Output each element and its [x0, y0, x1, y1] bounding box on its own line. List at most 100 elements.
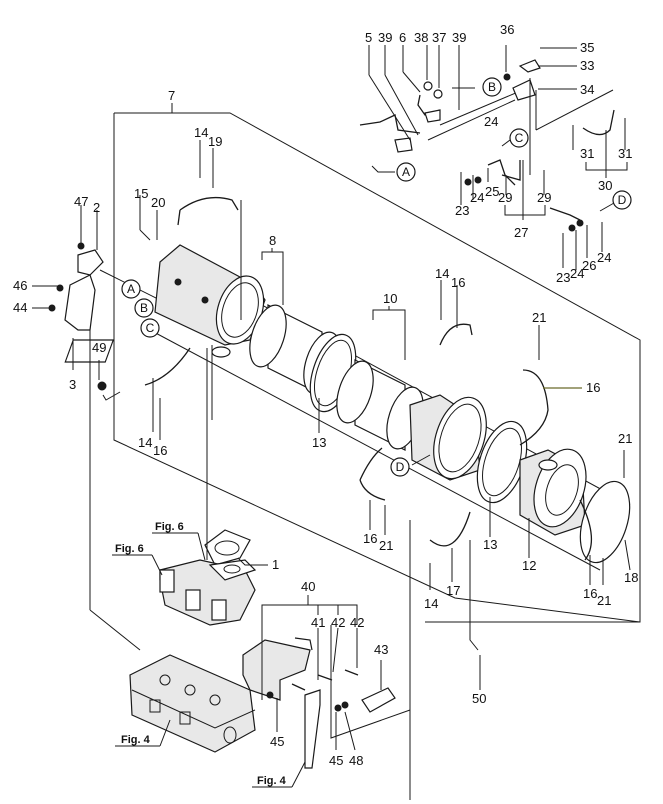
label-14: 14	[435, 266, 449, 281]
fig-ref-6[interactable]: Fig. 6	[155, 521, 184, 533]
figure-references: Fig. 6 Fig. 6 Fig. 4 Fig. 4	[115, 521, 287, 787]
marker-a-body: A	[121, 279, 141, 299]
label-20: 20	[151, 195, 165, 210]
outlet-housing-12	[519, 448, 587, 536]
label-14: 14	[194, 125, 208, 140]
marker-b-top: B	[482, 77, 502, 97]
label-35: 35	[580, 40, 594, 55]
exhaust-manifold	[159, 559, 257, 626]
fig-ref-4[interactable]: Fig. 4	[257, 775, 287, 787]
inlet-housing	[64, 244, 266, 363]
bracket-2-3	[48, 242, 141, 651]
label-16: 16	[363, 531, 377, 546]
label-49: 49	[92, 340, 106, 355]
label-23: 23	[455, 203, 469, 218]
svg-text:D: D	[396, 460, 405, 474]
label-18: 18	[624, 570, 638, 585]
label-23: 23	[556, 270, 570, 285]
label-45: 45	[329, 753, 343, 768]
label-24: 24	[570, 266, 584, 281]
svg-text:B: B	[140, 301, 148, 315]
label-21: 21	[379, 538, 393, 553]
label-17: 17	[446, 583, 460, 598]
label-34: 34	[580, 82, 594, 97]
marker-a-top: A	[396, 162, 416, 182]
label-48: 48	[349, 753, 363, 768]
label-30: 30	[598, 178, 612, 193]
marker-d-body: D	[390, 457, 410, 477]
label-42: 42	[331, 615, 345, 630]
middle-housing	[409, 394, 487, 481]
cover-18	[579, 480, 631, 564]
label-31: 31	[580, 146, 594, 161]
label-44: 44	[13, 300, 27, 315]
label-14: 14	[424, 596, 438, 611]
marker-c-body: C	[140, 318, 160, 338]
label-10: 10	[383, 291, 397, 306]
label-50: 50	[472, 691, 486, 706]
label-1: 1	[272, 557, 279, 572]
label-37: 37	[432, 30, 446, 45]
label-31: 31	[618, 146, 632, 161]
bracket-40	[242, 637, 396, 769]
label-15: 15	[134, 186, 148, 201]
label-47: 47	[74, 194, 88, 209]
label-21: 21	[618, 431, 632, 446]
svg-text:A: A	[127, 282, 135, 296]
label-43: 43	[374, 642, 388, 657]
label-16: 16	[586, 380, 600, 395]
marker-c-top: C	[509, 128, 529, 148]
label-13: 13	[483, 537, 497, 552]
label-16: 16	[451, 275, 465, 290]
label-41: 41	[311, 615, 325, 630]
label-26: 26	[582, 258, 596, 273]
label-33: 33	[580, 58, 594, 73]
label-19: 19	[208, 134, 222, 149]
label-24: 24	[470, 190, 484, 205]
svg-text:A: A	[402, 165, 410, 179]
cylinder-head	[129, 654, 256, 753]
clamp-bands	[144, 196, 593, 561]
label-40: 40	[301, 579, 315, 594]
label-45: 45	[270, 734, 284, 749]
marker-d-top: D	[612, 190, 632, 210]
label-5: 5	[365, 30, 372, 45]
label-27: 27	[514, 225, 528, 240]
label-2: 2	[93, 200, 100, 215]
label-46: 46	[13, 278, 27, 293]
label-21: 21	[532, 310, 546, 325]
leader-lines	[32, 45, 631, 800]
label-21: 21	[597, 593, 611, 608]
label-13: 13	[312, 435, 326, 450]
svg-text:C: C	[146, 321, 155, 335]
label-6: 6	[399, 30, 406, 45]
label-12: 12	[522, 558, 536, 573]
sensor-pipes	[359, 59, 615, 232]
flange-gasket-1	[204, 529, 251, 566]
label-29: 29	[537, 190, 551, 205]
fig-ref-6[interactable]: Fig. 6	[115, 543, 144, 555]
label-24: 24	[597, 250, 611, 265]
part-labels: 5 39 6 38 37 39 36 35 33 34 7 24 31 31 3…	[13, 22, 638, 768]
label-24: 24	[484, 114, 498, 129]
svg-text:C: C	[515, 131, 524, 145]
connection-markers: A B C D A B C D	[121, 77, 632, 477]
label-3: 3	[69, 377, 76, 392]
svg-text:B: B	[488, 80, 496, 94]
label-25: 25	[485, 184, 499, 199]
label-38: 38	[414, 30, 428, 45]
label-42: 42	[350, 615, 364, 630]
label-7: 7	[168, 88, 175, 103]
label-16: 16	[153, 443, 167, 458]
fig-ref-4[interactable]: Fig. 4	[121, 734, 151, 746]
label-39: 39	[452, 30, 466, 45]
substrate-10	[336, 359, 424, 451]
label-29: 29	[498, 190, 512, 205]
label-8: 8	[269, 233, 276, 248]
label-14: 14	[138, 435, 152, 450]
label-39: 39	[378, 30, 392, 45]
marker-b-body: B	[134, 298, 154, 318]
label-36: 36	[500, 22, 514, 37]
svg-text:D: D	[618, 193, 627, 207]
